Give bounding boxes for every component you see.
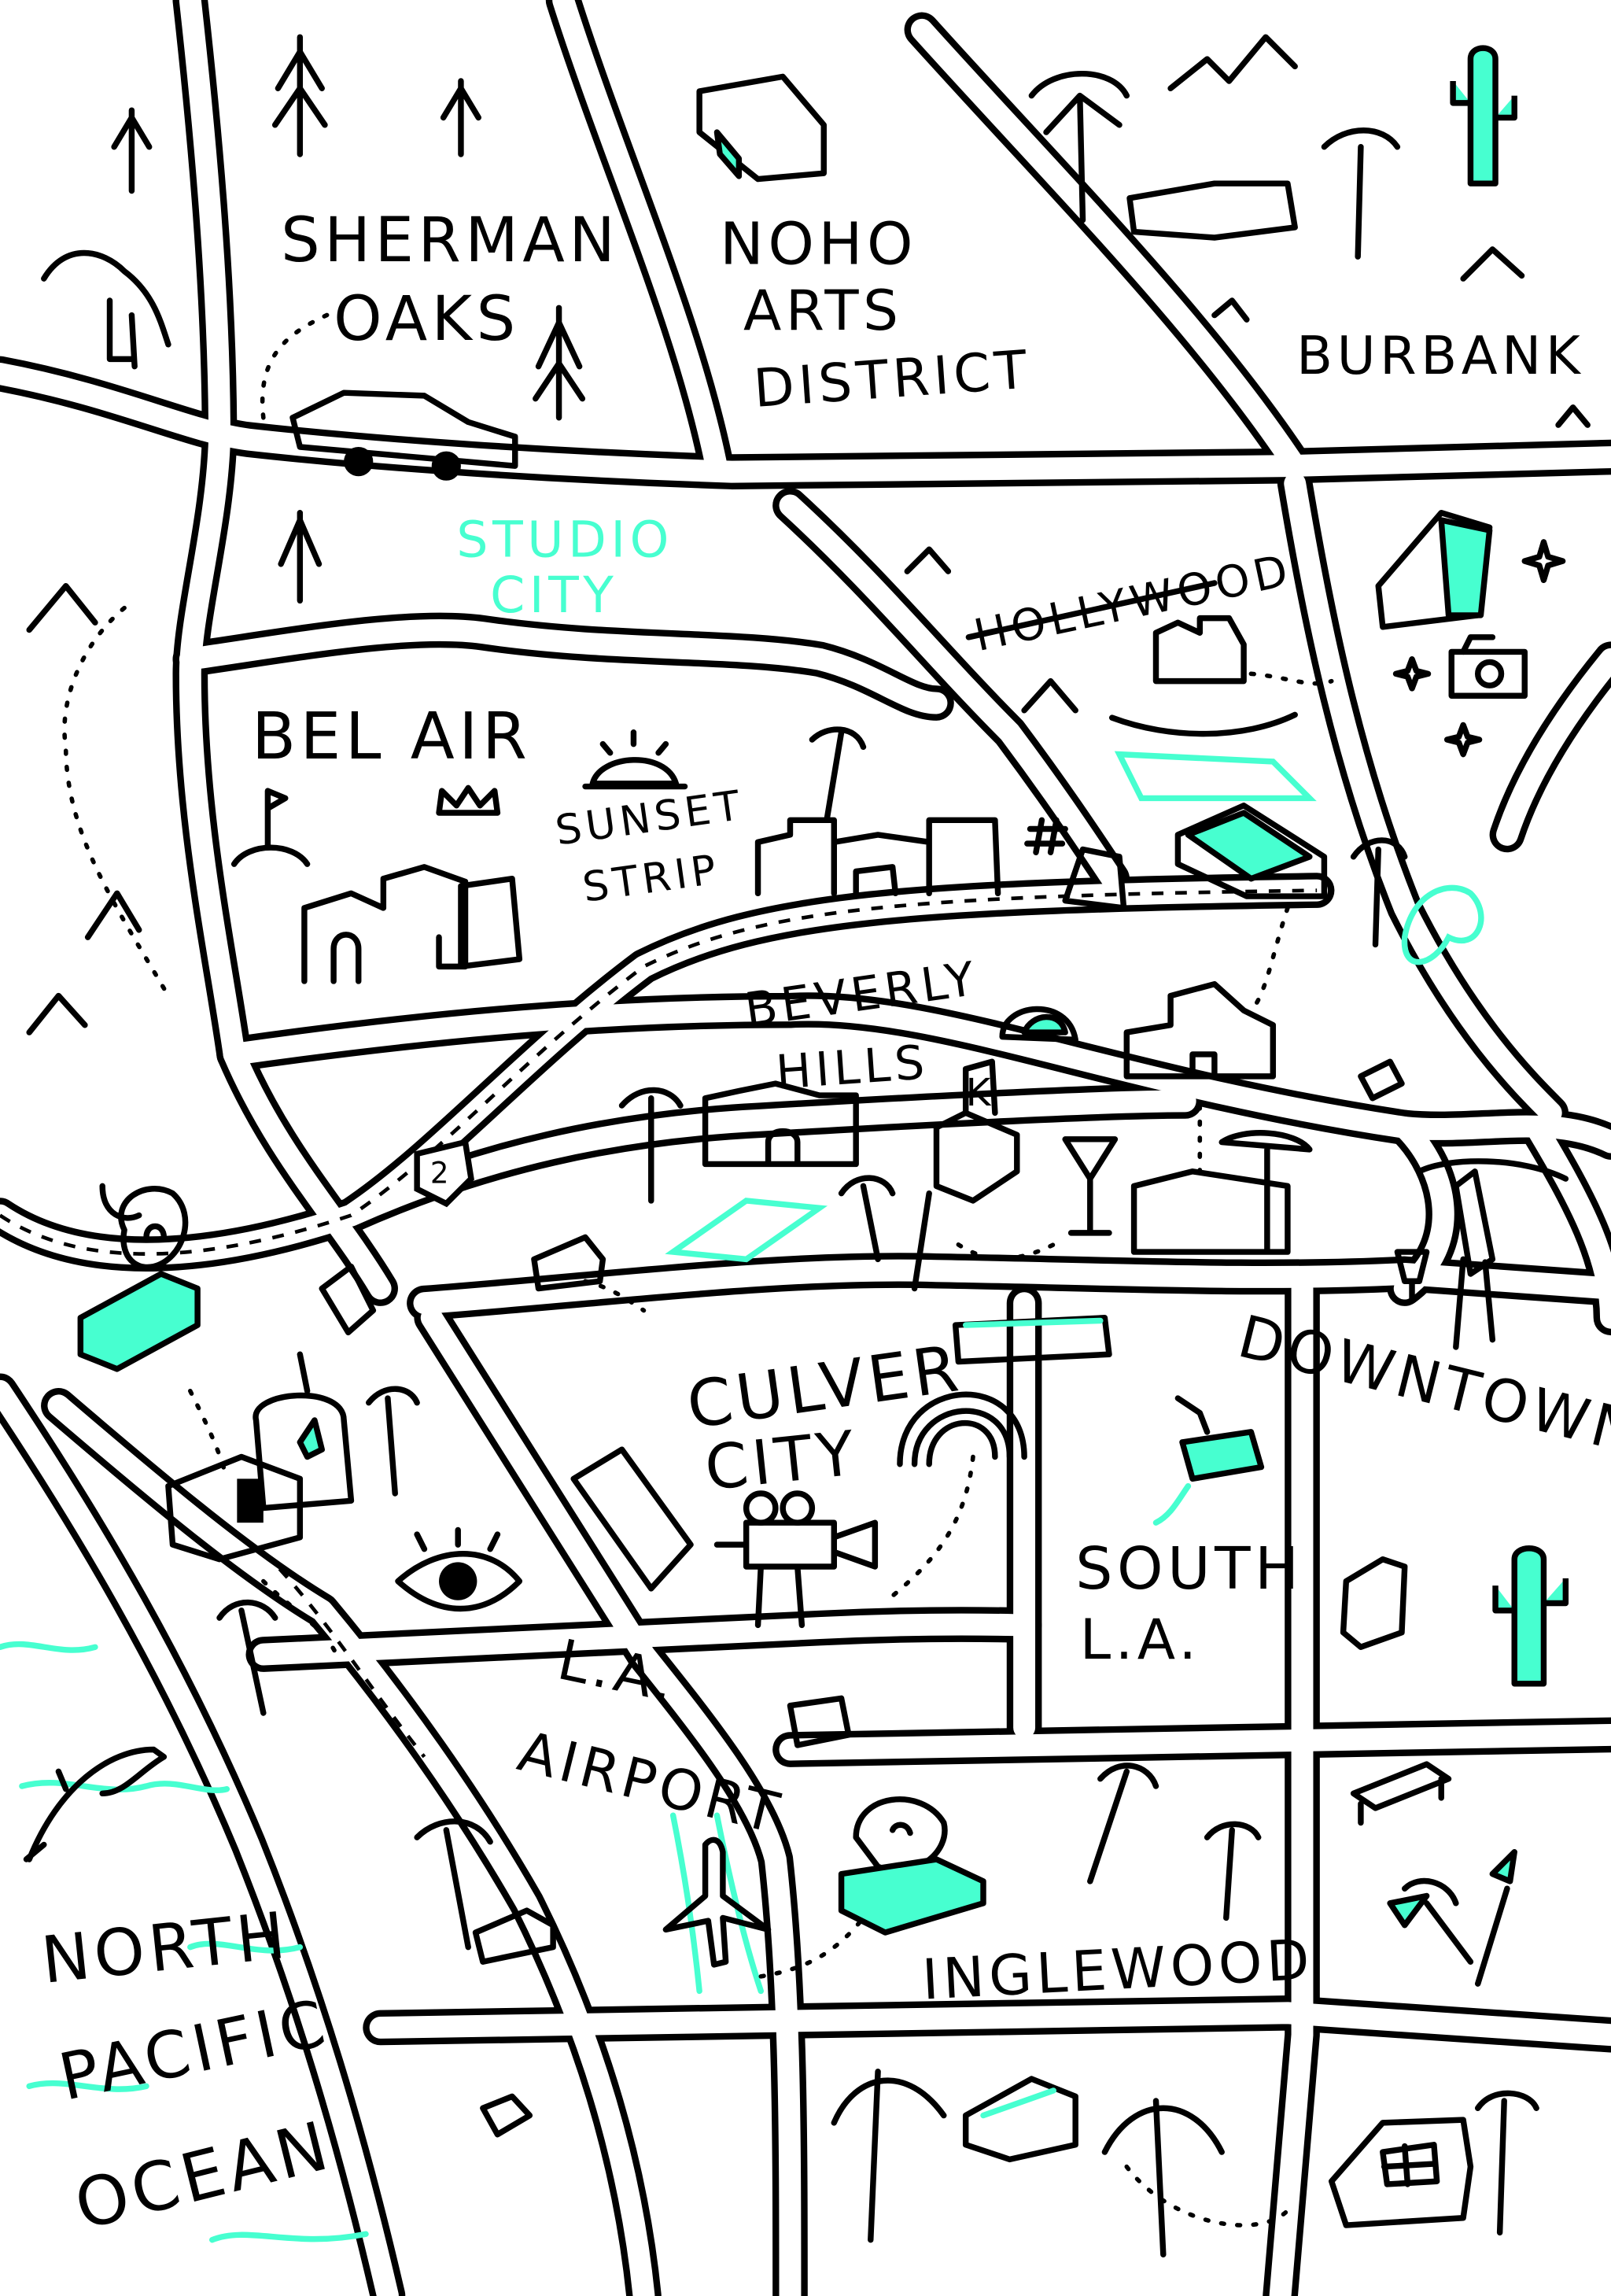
bird-icon xyxy=(41,249,171,370)
sparkle-icon xyxy=(1392,539,1566,758)
house-icon xyxy=(1328,2117,1474,2228)
label-studio-city-2: CITY xyxy=(490,566,617,624)
camera-icon xyxy=(1448,634,1528,699)
rainbow-icon xyxy=(890,1391,1027,1598)
jar-icon xyxy=(165,1351,355,1563)
bus-icon xyxy=(570,1315,1112,1592)
pine-tree-icon xyxy=(111,34,586,604)
label-bel-air: BEL AIR xyxy=(252,700,531,774)
park-icon xyxy=(665,751,1484,1263)
crown-icon xyxy=(436,784,501,816)
eye-icon xyxy=(395,1526,523,1612)
hotel-icon xyxy=(702,1080,859,1168)
golf-flag-icon xyxy=(230,788,311,867)
dolphin-icon xyxy=(23,1746,168,1862)
cocktail-icon xyxy=(1062,1136,1119,1236)
studio-building-icon xyxy=(1126,180,1298,241)
snail-sign-icon xyxy=(77,1183,201,1372)
road-shield-2: 2 xyxy=(414,1138,474,1208)
mission-building-icon xyxy=(1123,980,1277,1080)
freeway-centerline xyxy=(0,888,1318,1256)
label-sherman-oaks-2: OAKS xyxy=(334,283,520,355)
palm-tree-icon xyxy=(216,71,1539,2257)
sunset-icon xyxy=(582,729,688,790)
label-south-la-1: SOUTH xyxy=(1075,1534,1303,1603)
label-sherman-oaks-1: SHERMAN xyxy=(281,205,619,276)
observatory-icon xyxy=(1130,1103,1313,1255)
mansion-icon xyxy=(301,864,523,984)
small-building-icon xyxy=(319,1058,1405,2138)
taco-icon xyxy=(999,1006,1078,1043)
airplane-icon xyxy=(662,1812,866,1995)
warehouse-icon xyxy=(1174,803,1328,899)
freeway-number: 2 xyxy=(430,1156,453,1190)
car-icon xyxy=(260,308,518,481)
movie-camera-icon xyxy=(713,1490,879,1629)
label-beverly-hills-2: HILLS xyxy=(774,1035,931,1100)
diner-sign: K xyxy=(966,1071,995,1115)
shop-icon-downtown xyxy=(1152,1395,1265,1526)
donut-shop-icon xyxy=(838,1796,986,1936)
ocean-waves xyxy=(0,1641,369,2243)
label-studio-city-1: STUDIO xyxy=(456,511,673,569)
hashtag-icon xyxy=(1024,817,1068,855)
skyline-icon xyxy=(754,726,1001,897)
bottle-statue-icon xyxy=(1394,1158,1569,1350)
shopping-bag-icon xyxy=(1024,817,1127,911)
coast-road-centerline xyxy=(262,1550,426,1759)
cactus-icon xyxy=(1450,45,1569,1687)
bench-icon xyxy=(1350,1761,1452,1826)
label-noho-2: ARTS xyxy=(743,278,903,343)
film-studio-icon xyxy=(1375,509,1493,630)
flower-icon xyxy=(1387,1849,1517,1987)
mountain-icon xyxy=(26,34,1591,1035)
ferris-icon xyxy=(962,2076,1078,2163)
theatre-icon xyxy=(1108,615,1334,737)
dotted-trails xyxy=(62,605,1290,2228)
building-icon-noho xyxy=(696,73,827,183)
label-noho-1: NOHO xyxy=(720,209,917,278)
diner-k-icon: K xyxy=(911,1058,1056,1292)
label-burbank: BURBANK xyxy=(1296,325,1584,386)
label-south-la-2: L.A. xyxy=(1080,1607,1201,1672)
building-icon-south xyxy=(1340,1556,1408,1651)
label-culver-city-2: CITY xyxy=(702,1417,862,1504)
